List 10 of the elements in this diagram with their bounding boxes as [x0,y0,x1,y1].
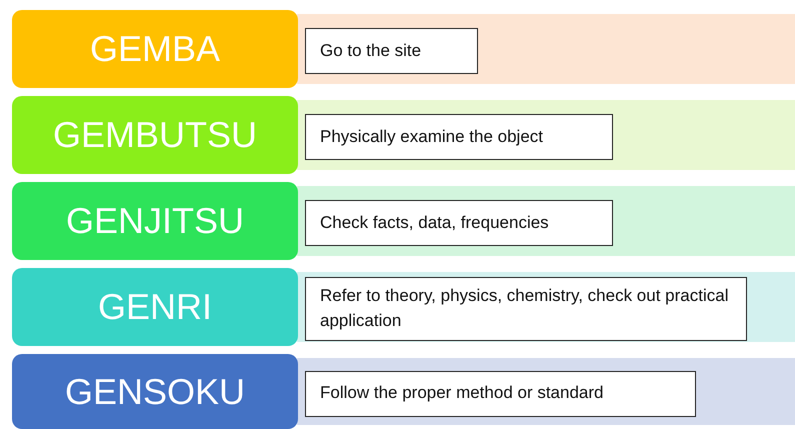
term-label: GEMBUTSU [12,96,298,174]
description-box: Go to the site [305,28,478,74]
term-label: GEMBA [12,10,298,88]
description-box: Follow the proper method or standard [305,370,696,416]
description-box: Refer to theory, physics, chemistry, check out practical application [305,277,747,341]
description-box: Physically examine the object [305,114,613,160]
description-box: Check facts, data, frequencies [305,200,613,246]
term-label: GENSOKU [12,354,298,429]
term-label: GENJITSU [12,182,298,260]
term-label: GENRI [12,268,298,346]
